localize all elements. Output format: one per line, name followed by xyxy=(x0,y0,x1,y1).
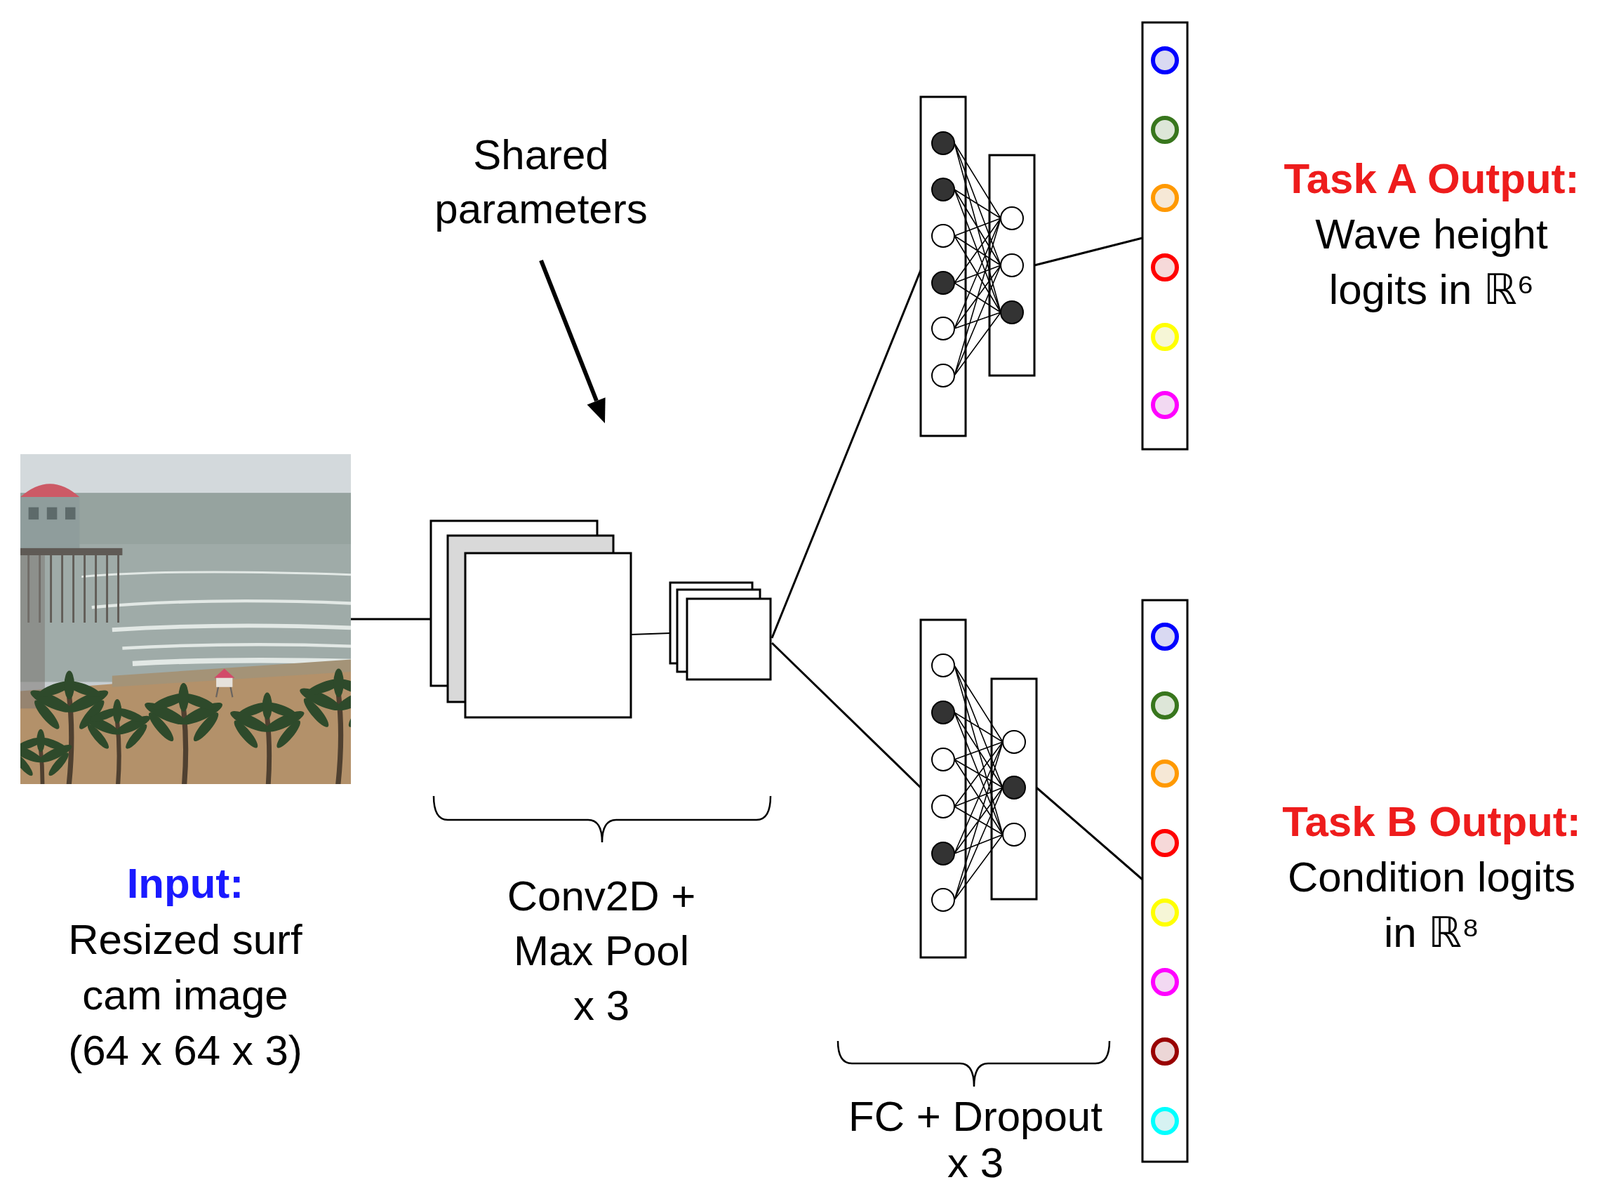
palm-tree xyxy=(297,668,381,798)
wave-lines xyxy=(91,600,351,608)
conv-feature-maps xyxy=(430,520,771,718)
logit-vector xyxy=(1152,185,1177,210)
conv-caption: Conv2D + Max Pool x 3 xyxy=(503,868,700,1033)
output-caption: Wave height logits in ℝ⁶ xyxy=(1277,206,1586,318)
curly-brace xyxy=(837,1040,1110,1087)
fc-layers xyxy=(989,155,1035,376)
pointer-arrow xyxy=(541,260,597,401)
wave-lines xyxy=(81,571,351,577)
fc-layers xyxy=(931,131,955,155)
pier xyxy=(20,548,123,556)
sea xyxy=(20,492,351,682)
logit-vector xyxy=(1142,22,1188,450)
fc-layers xyxy=(1002,730,1026,753)
surf-cam-photo xyxy=(7,454,380,832)
logit-vector xyxy=(1152,624,1177,1133)
fc-layers xyxy=(954,143,1001,376)
sky xyxy=(20,454,351,495)
fc-layers xyxy=(931,654,955,677)
pointer-arrow xyxy=(587,397,606,424)
fc-layers xyxy=(1002,823,1026,846)
conv-feature-maps xyxy=(465,552,631,718)
fc-layers xyxy=(931,131,1024,387)
pointer-arrow xyxy=(541,260,606,424)
fc-layers xyxy=(931,364,955,387)
fc-layers xyxy=(920,96,1035,436)
input-heading: Input: xyxy=(55,856,316,911)
fc-layers xyxy=(931,178,955,201)
logit-vector xyxy=(1152,392,1177,417)
logit-vector xyxy=(1142,600,1188,1162)
logit-vector xyxy=(1152,624,1177,649)
output-vector: Task A Output:Wave height logits in ℝ⁶ xyxy=(1142,22,1593,452)
fc-layers xyxy=(1000,301,1024,324)
palm-tree xyxy=(228,691,307,815)
output-heading: Task B Output: xyxy=(1270,793,1593,850)
fc-layers xyxy=(1002,776,1026,799)
pier xyxy=(20,496,80,551)
wave-lines xyxy=(81,571,351,664)
annotation-label: Shared parameters xyxy=(393,127,689,236)
brace-label: FC + Dropout x 3 xyxy=(835,1093,1116,1186)
conv-block: Conv2D + Max Pool x 3 xyxy=(430,520,772,1036)
logit-vector xyxy=(1152,48,1177,417)
fc-layers xyxy=(920,96,966,436)
palm-tree xyxy=(7,729,74,833)
fc-layers xyxy=(931,224,955,248)
fc-layers xyxy=(931,795,955,818)
logit-vector xyxy=(1152,1039,1177,1064)
output-vector: Task B Output:Condition logits in ℝ⁸ xyxy=(1142,600,1593,1165)
wave-lines xyxy=(122,644,351,648)
logit-vector xyxy=(1152,969,1177,994)
logit-vector xyxy=(1152,1108,1177,1133)
logit-vector xyxy=(1152,48,1177,73)
lifeguard-tower xyxy=(216,687,233,698)
fc-layers xyxy=(931,748,955,771)
logit-vector xyxy=(1152,117,1177,142)
fc-layers xyxy=(931,701,955,724)
fc-layers xyxy=(931,654,1026,911)
input-image: Input:Resized surf cam image (64 x 64 x … xyxy=(20,454,351,1081)
pier xyxy=(47,507,58,520)
output-caption: Condition logits in ℝ⁸ xyxy=(1277,849,1586,960)
input-caption: Resized surf cam image (64 x 64 x 3) xyxy=(55,911,316,1078)
logit-vector xyxy=(1152,255,1177,280)
logit-vector xyxy=(1152,324,1177,349)
fc-layers xyxy=(931,842,955,865)
fc-layers xyxy=(920,619,1037,958)
pier xyxy=(20,555,45,709)
fc-layers xyxy=(931,317,955,340)
fc-layers xyxy=(954,665,1003,900)
connector-line xyxy=(350,618,431,621)
lifeguard-tower xyxy=(216,676,233,688)
output-heading: Task A Output: xyxy=(1270,150,1593,207)
curly-brace xyxy=(433,795,771,843)
logit-vector xyxy=(1152,900,1177,925)
wet-sand xyxy=(112,658,351,687)
pier xyxy=(28,507,40,520)
palm-tree xyxy=(142,682,226,812)
logit-vector xyxy=(1142,600,1188,1162)
fc-layers xyxy=(931,888,955,911)
logit-vector xyxy=(1152,693,1177,718)
pier xyxy=(65,507,76,520)
pier xyxy=(20,483,80,497)
logit-vector xyxy=(1152,830,1177,855)
fc-layers xyxy=(1000,254,1024,277)
conv-feature-maps xyxy=(687,598,771,680)
fc-layers xyxy=(920,619,966,958)
wave-lines xyxy=(112,625,351,630)
logit-vector xyxy=(1152,761,1177,786)
fc-layers xyxy=(931,271,955,295)
conv-feature-maps xyxy=(630,632,671,635)
lifeguard-tower xyxy=(214,668,235,678)
palm-tree xyxy=(82,698,153,809)
lifeguard-tower xyxy=(214,668,235,698)
fc-layers xyxy=(1000,207,1024,230)
logit-vector xyxy=(1142,22,1188,450)
